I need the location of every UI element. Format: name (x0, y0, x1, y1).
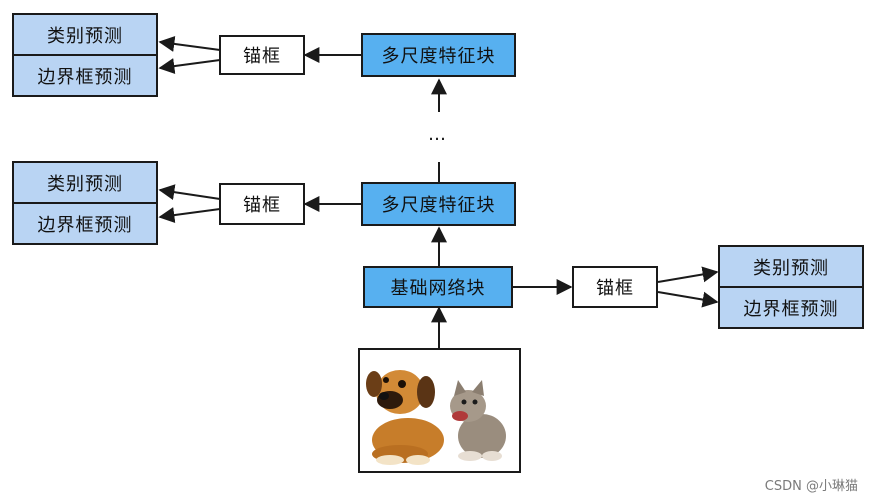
bbox-prediction-box: 边界框预测 (12, 202, 158, 245)
arrow-anchor-1-to-class (158, 35, 221, 52)
ellipsis: … (428, 124, 446, 145)
class-prediction-box: 类别预测 (12, 13, 158, 56)
class-prediction-box: 类别预测 (718, 245, 864, 288)
class-prediction-box: 类别预测 (12, 161, 158, 204)
prediction-pair-2: 类别预测 边界框预测 (12, 161, 158, 245)
multiscale-feature-block-2: 多尺度特征块 (361, 182, 516, 226)
arrow-anchor-2-to-class (158, 184, 221, 201)
anchor-box-2: 锚框 (219, 183, 305, 225)
bbox-prediction-box: 边界框预测 (718, 286, 864, 329)
base-network-block: 基础网络块 (363, 266, 513, 308)
bbox-prediction-box: 边界框预测 (12, 54, 158, 97)
prediction-pair-1: 类别预测 边界框预测 (12, 13, 158, 97)
arrow-anchor-1-to-bbox (158, 58, 221, 75)
arrow-anchor-2-to-bbox (158, 207, 221, 224)
arrow-anchor-3-to-bbox (657, 291, 719, 308)
watermark: CSDN @小琳猫 (764, 479, 858, 494)
input-image (358, 348, 521, 473)
prediction-pair-3: 类别预测 边界框预测 (718, 245, 864, 329)
arrow-anchor-3-to-class (657, 266, 719, 283)
dog-and-cat-illustration (366, 370, 506, 465)
anchor-box-3: 锚框 (572, 266, 658, 308)
anchor-box-1: 锚框 (219, 35, 305, 75)
multiscale-feature-block-1: 多尺度特征块 (361, 33, 516, 77)
